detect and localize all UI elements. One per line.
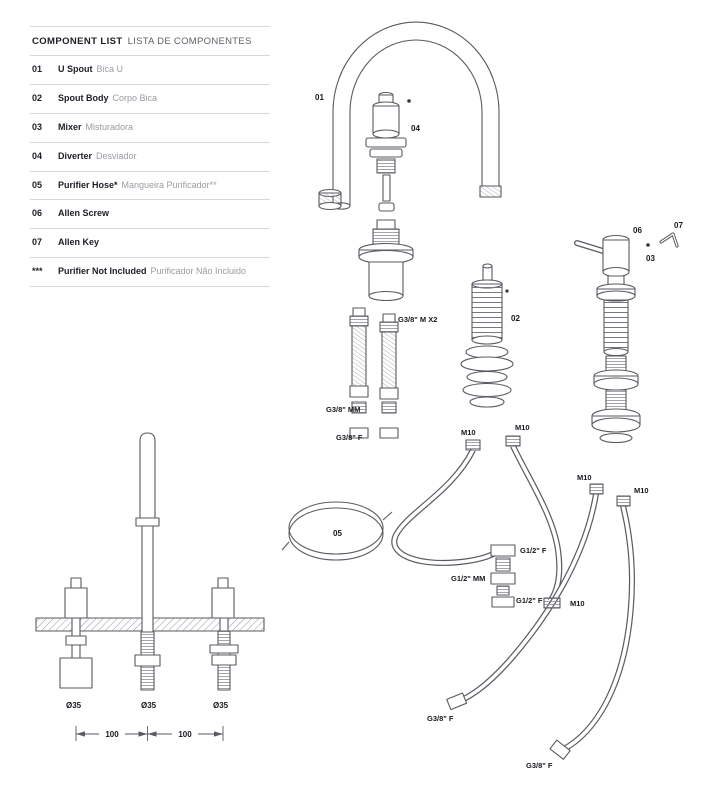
diverter-part [365,91,407,212]
fitting-label-g38mm: G3/8" MM [326,405,360,414]
component-number: 02 [32,92,43,103]
part-label-05: 05 [333,529,342,538]
part-label-03: 03 [646,254,655,263]
exploded-view [281,21,679,760]
component-name: Purifier Hose*Mangueira Purificador** [58,179,217,190]
diameter-label-center: Ø35 [141,701,157,710]
g38f-fitting-bottom-left [446,692,468,711]
component-list-subtitle: LISTA DE COMPONENTES [127,36,252,47]
fitting-label-g12mm: G1/2" MM [451,574,485,583]
install-right-handle [209,577,239,691]
component-list: COMPONENT LIST LISTA DE COMPONENTES 01 U… [30,26,270,288]
component-name: Allen Key [58,237,100,248]
fitting-label-g12f-a: G1/2" F [520,546,547,555]
hose-spout-to-purifier [391,448,506,566]
diameter-label-right: Ø35 [213,701,229,710]
fitting-label-g38f-bottom-a: G3/8" F [427,714,454,723]
fitting-label-m10-mid: M10 [515,423,530,432]
component-row-05: 05 Purifier Hose*Mangueira Purificador** [30,172,270,201]
short-hose-left [349,307,369,439]
component-row-07: 07 Allen Key [30,229,270,259]
allen-key-part [659,232,679,248]
component-number: *** [32,266,43,277]
fitting-label-g38f-bottom-b: G3/8" F [526,761,553,770]
install-left-handle [59,577,93,689]
hose-spout-to-mixer [510,444,563,603]
part-label-07: 07 [674,221,683,230]
fitting-label-m10-right-b: M10 [634,486,649,495]
part-label-06: 06 [633,226,642,235]
dimension-label-a: 100 [105,730,119,739]
component-name: Allen Screw [58,208,110,219]
hose-supply-right [562,505,635,752]
dimension-label-b: 100 [178,730,192,739]
fitting-label-m10-right-a: M10 [577,473,592,482]
fitting-label-g38f-top: G3/8" F [336,433,363,442]
install-center-spout [134,432,161,691]
spout-connector-part [358,219,414,302]
allen-screw-part [646,243,650,247]
component-number: 05 [32,179,43,190]
component-number: 07 [32,237,43,248]
installation-labels: Ø35 Ø35 Ø35 100 100 [66,701,229,739]
m10-fitting-supply-left [589,483,604,495]
m10-fitting-left [465,439,481,451]
part-label-04: 04 [411,124,420,133]
u-spout-part [332,21,502,210]
component-number: 04 [32,150,43,161]
g38f-fitting-bottom-right [549,739,571,760]
mixer-part [574,234,641,444]
m10-fitting-low [543,597,561,609]
set-screw-dot [407,99,411,103]
hose-supply-left [458,493,599,704]
m10-fitting-right [505,435,521,447]
exploded-view-labels: 01 04 02 06 07 03 05 G3/8" M X2 G3/8" MM… [315,93,683,770]
component-number: 03 [32,121,43,132]
purifier-adapter-stack [490,544,516,608]
m10-fitting-supply-right [616,495,631,507]
purifier-coil [281,501,393,561]
component-number: 01 [32,64,43,74]
spout-body-screw-dot [505,289,509,293]
component-list-title: COMPONENT LIST [32,36,123,47]
installation-drawing [35,432,265,741]
part-label-02: 02 [511,314,520,323]
fitting-label-m10-low: M10 [570,599,585,608]
coil-label-bg [328,527,346,538]
component-row-06: 06 Allen Screw [30,200,270,230]
component-list-header: COMPONENT LIST LISTA DE COMPONENTES [30,26,270,56]
aerator-part [318,188,342,211]
short-hose-right [379,313,399,439]
fitting-label-g38mx2: G3/8" M X2 [398,315,437,324]
fitting-label-m10-left: M10 [461,428,476,437]
spout-body-part [460,263,514,408]
part-label-01: 01 [315,93,324,102]
fitting-label-g12f-b: G1/2" F [516,596,543,605]
component-number: 06 [32,208,43,219]
dimension-line [75,726,224,741]
diameter-label-left: Ø35 [66,701,82,710]
